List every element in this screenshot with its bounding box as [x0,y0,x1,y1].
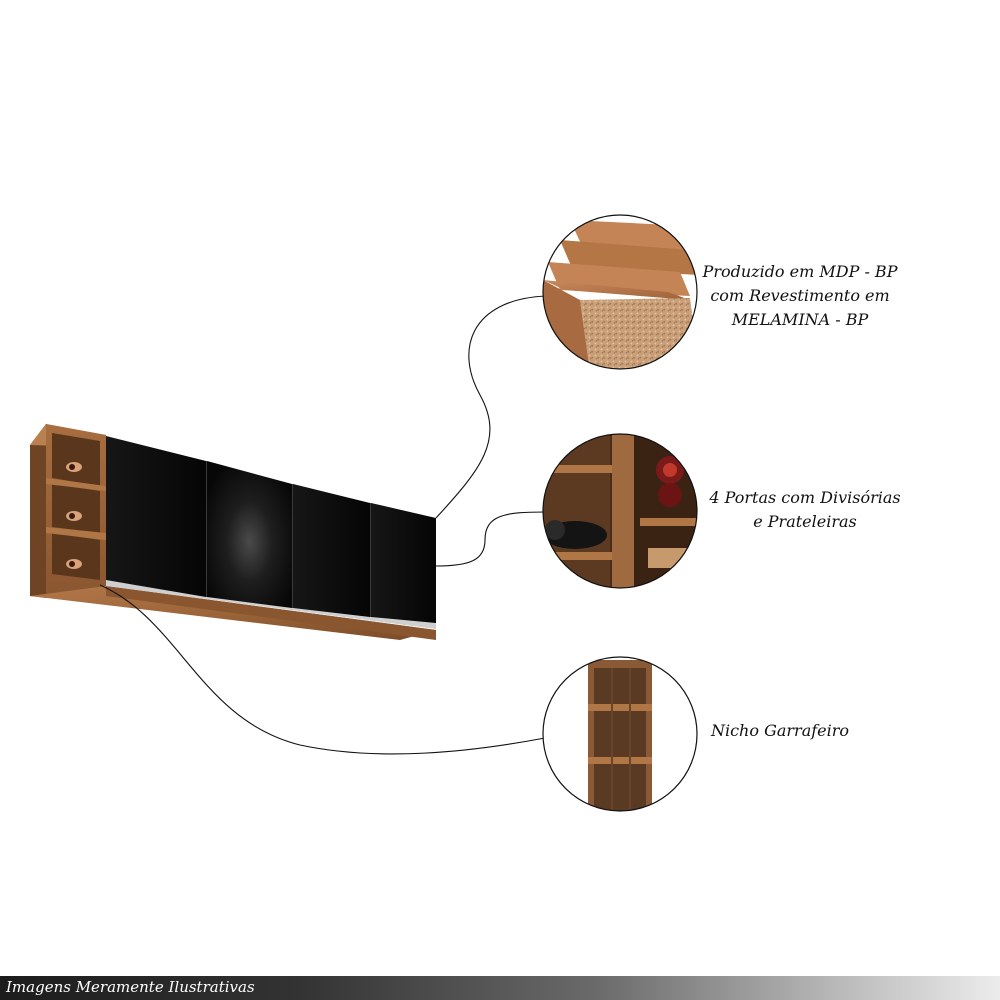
feature-line: e Prateleiras [753,512,857,531]
niche-cell-3 [52,533,100,580]
feature-line: Produzido em MDP - BP [702,262,898,281]
cabinet-door-1 [106,436,206,597]
callout-line-mdp [435,295,546,519]
niche-shelf [46,478,106,491]
callout-line-portas [435,511,546,567]
feature-label-mdp: Produzido em MDP - BP com Revestimento e… [690,260,910,332]
footer-bar: Imagens Meramente Ilustrativas [0,976,1000,1000]
cabinet-door-2 [207,461,292,608]
cabinet-side-panel [30,424,46,598]
bottle-necks [66,462,82,569]
feature-label-portas: 4 Portas com Divisórias e Prateleiras [690,486,920,534]
niche-cell-1 [52,433,100,486]
niche-shelf [46,527,106,540]
cabinet-door-3 [293,484,370,617]
callout-line-nicho [99,584,546,755]
shelves-doors-icon [542,433,698,589]
wine-niche-icon [542,656,698,812]
cabinet-bottom-front [106,586,436,640]
mdp-board-icon [542,214,698,370]
cabinet-bottom-rail [30,586,436,640]
feature-line: Nicho Garrafeiro [710,721,850,740]
feature-line: 4 Portas com Divisórias [709,488,901,507]
feature-line: MELAMINA - BP [731,310,869,329]
cabinet [30,424,436,640]
cabinet-door-4 [371,503,436,623]
disclaimer-text: Imagens Meramente Ilustrativas [6,978,255,996]
callout-lines [99,295,546,755]
niche-cell-2 [52,484,100,533]
feature-label-nicho: Nicho Garrafeiro [700,719,860,743]
feature-line: com Revestimento em [710,286,890,305]
